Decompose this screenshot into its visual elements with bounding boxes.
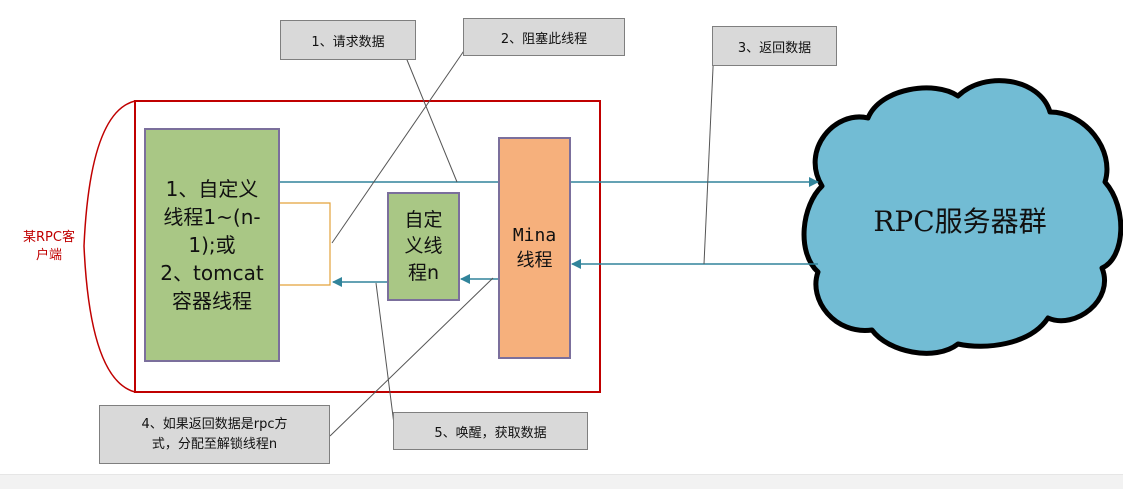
callout-block-thread: 2、阻塞此线程 [463,18,625,56]
caller-threads-box: 1、自定义 线程1~(n- 1);或 2、tomcat 容器线程 [144,128,280,362]
client-label-line2: 户端 [35,248,62,263]
caller-threads-line4: 2、tomcat [160,261,264,285]
caller-threads-line2: 线程1~(n- [163,205,261,229]
rpc-server-cloud [801,78,1123,356]
callout-dispatch-line2: 式，分配至解锁线程n [151,436,278,452]
custom-thread-line1: 自定 [404,208,443,231]
callout-wake-fetch: 5、唤醒，获取数据 [393,412,588,450]
callout-dispatch-unlock: 4、如果返回数据是rpc方 式，分配至解锁线程n [99,405,330,464]
custom-thread-n-box: 自定 义线 程n [387,192,460,301]
leader-line-2 [331,41,471,244]
bottom-strip [0,474,1123,489]
leader-line-5 [375,282,396,433]
client-label-line1: 某RPC客 [23,230,75,245]
blocking-bracket [279,202,331,286]
leader-line-1 [404,54,458,183]
mina-line1: Mina [512,224,557,246]
client-boundary [134,100,601,393]
leader-line-4 [329,277,494,437]
client-brace [83,100,136,393]
leader-line-3 [703,45,715,265]
caller-threads-line5: 容器线程 [172,289,252,313]
callout-request-data: 1、请求数据 [280,20,416,60]
caller-threads-line1: 1、自定义 [165,177,259,201]
custom-thread-line2: 义线 [404,235,443,258]
mina-line2: 线程 [516,250,553,271]
cloud-label: RPC服务器群 [873,205,1047,238]
caller-threads-line3: 1);或 [188,233,236,257]
callout-dispatch-line1: 4、如果返回数据是rpc方 [141,416,288,432]
callout-return-data: 3、返回数据 [712,26,837,66]
client-label: 某RPC客 户端 [18,229,80,265]
custom-thread-line3: 程n [407,261,440,284]
mina-thread-box: Mina 线程 [498,137,571,359]
